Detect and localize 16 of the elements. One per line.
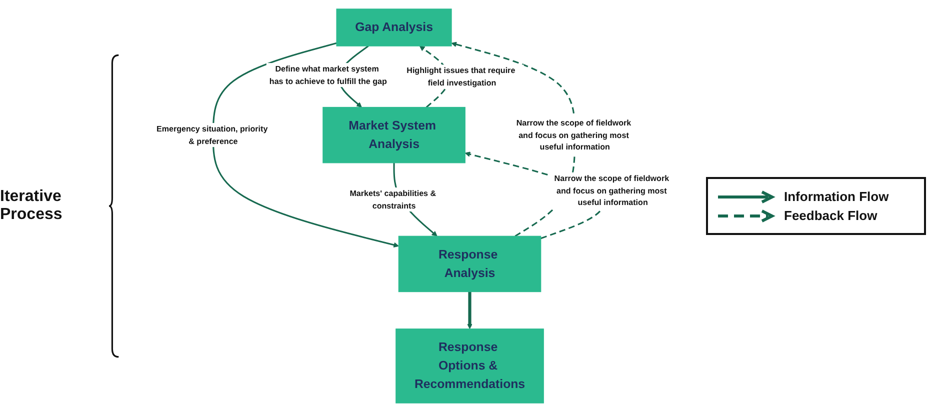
node-box <box>398 236 542 292</box>
arrow <box>212 42 399 248</box>
bracket-label: Iterative Process <box>0 188 64 224</box>
edge-label: Narrow the scope of fieldwork and focus on gathering most useful information <box>516 118 632 152</box>
arrow <box>467 292 472 330</box>
edge-label: Markets' capabilities & constraints <box>350 188 436 210</box>
edge-label: Emergency situation, priority & preference <box>156 124 268 146</box>
edge-label: Narrow the scope of fieldwork and focus on gathering most useful information <box>554 174 670 207</box>
flow-diagram: Highlight issues that require field investigation Define what market system has to achieve to fulfill the gap Emergency situation, priority & preference Narrow the scope of fieldwork and focus on gathering most useful information Markets' capabilities & constraints Narrow the scope of fieldwork and focus on gathering most useful information Gap Analysis Market System Analysis Response Analysis Response Options & Recommendations <box>120 4 706 408</box>
edge-label: Define what market system has to achieve to fulfill the gap <box>269 64 387 86</box>
node-box <box>396 328 544 404</box>
node-box <box>336 8 452 46</box>
node-box <box>322 106 466 164</box>
legend-text: Feedback Flow <box>784 208 878 223</box>
edge-label: Highlight issues that require field investigation <box>406 66 516 88</box>
legend-text: Information Flow <box>784 189 889 204</box>
